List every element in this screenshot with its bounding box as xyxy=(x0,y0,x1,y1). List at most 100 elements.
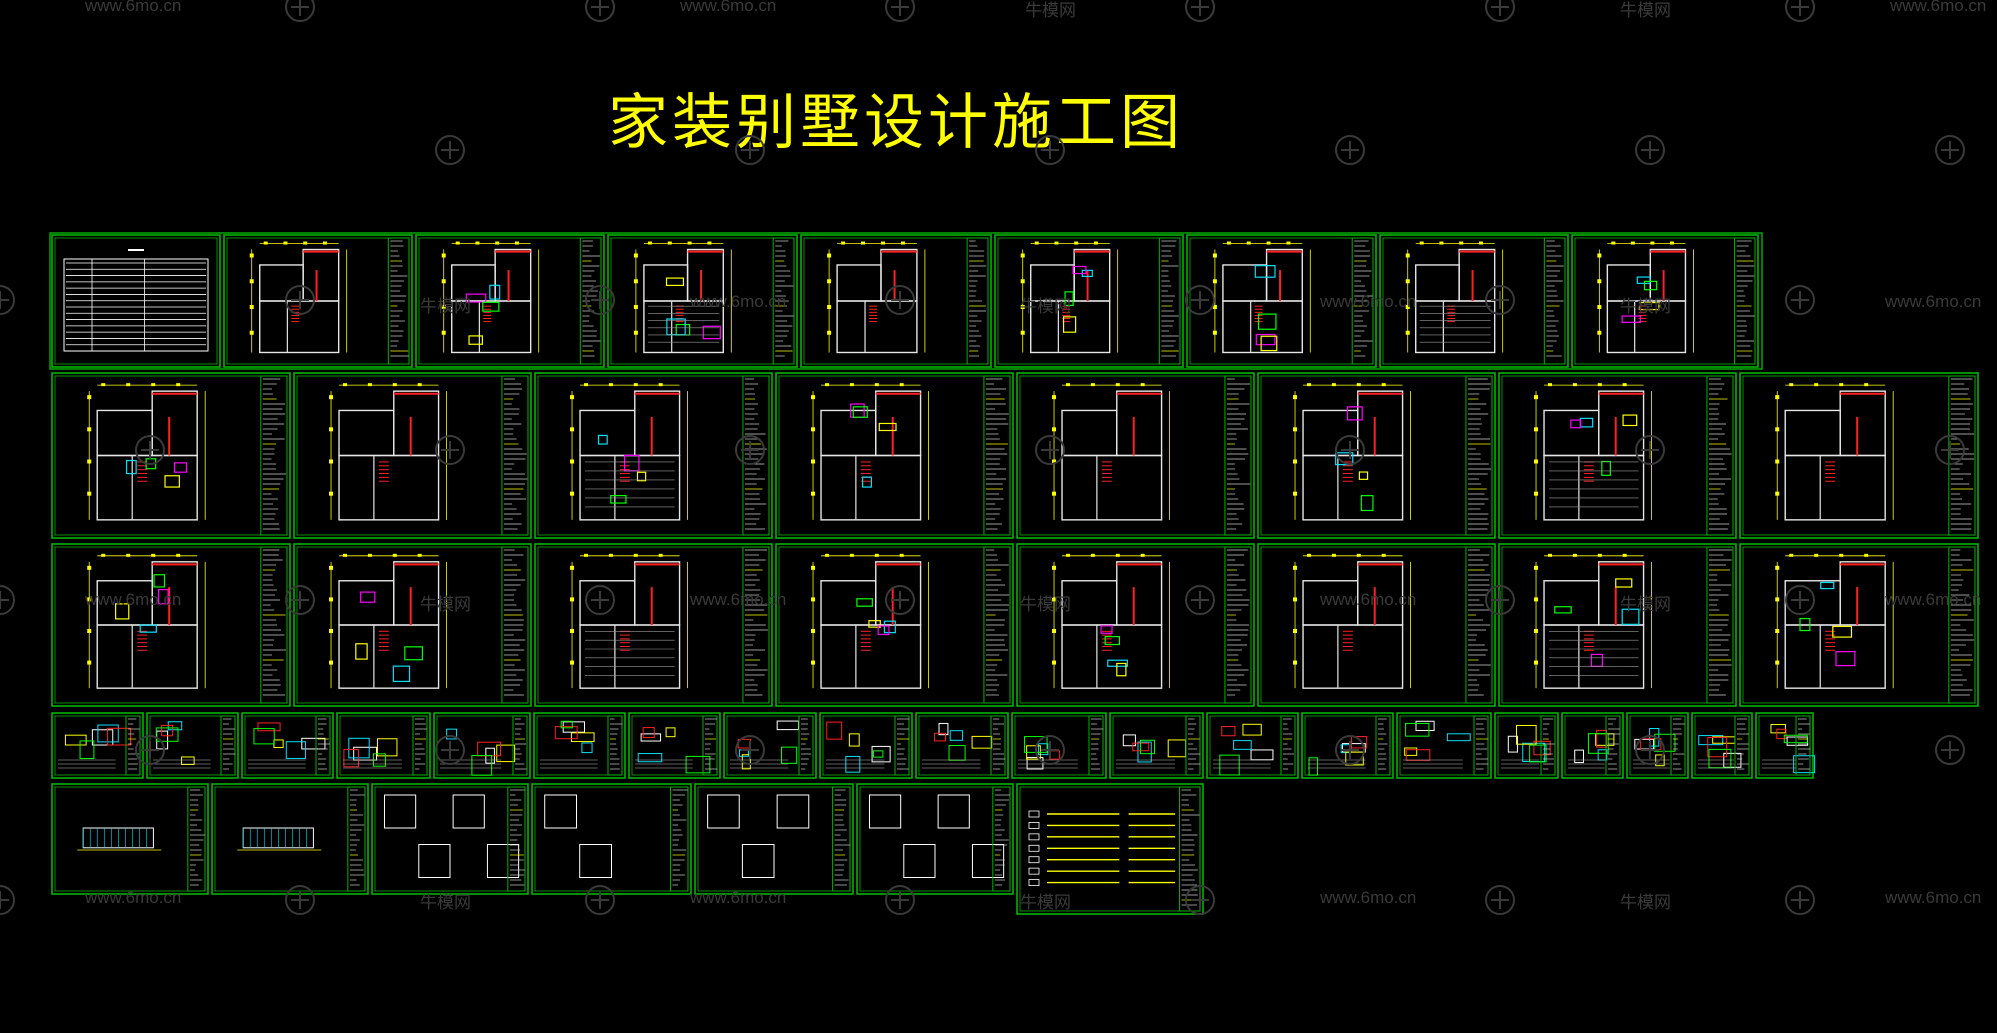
niumo-logo-icon xyxy=(1485,0,1515,22)
niumo-logo-icon xyxy=(1035,135,1065,165)
niumo-logo-icon xyxy=(1935,735,1965,765)
watermark-site-text: www.6mo.cn xyxy=(690,590,787,609)
watermark-site-text: www.6mo.cn xyxy=(1885,590,1982,609)
sheet-plan xyxy=(1498,372,1737,539)
sheet-detail xyxy=(433,712,531,779)
sheet-plan xyxy=(293,543,532,707)
niumo-logo-icon xyxy=(1335,435,1365,465)
sheet-elevation xyxy=(211,783,369,895)
niumo-logo-icon xyxy=(1035,435,1065,465)
sheet-detail xyxy=(1755,712,1816,779)
sheet-legend xyxy=(1016,783,1204,915)
niumo-logo-icon xyxy=(1485,585,1515,615)
niumo-logo-icon xyxy=(1935,135,1965,165)
sheet-plan xyxy=(534,372,773,539)
watermark-brand-text: 牛模网 xyxy=(1020,595,1071,614)
sheet-detail xyxy=(1691,712,1753,779)
niumo-logo-icon xyxy=(1785,585,1815,615)
drawing-title: 家装别墅设计施工图 xyxy=(608,88,1184,158)
sheet-detail xyxy=(146,712,239,779)
sheet-detail xyxy=(1494,712,1559,779)
niumo-logo-icon xyxy=(1185,285,1215,315)
sheet-elevation xyxy=(694,783,854,895)
niumo-logo-icon xyxy=(585,285,615,315)
sheet-elevation xyxy=(531,783,692,895)
watermark-brand-text: 牛模网 xyxy=(420,893,471,912)
watermark-site-text: www.6mo.cn xyxy=(85,590,182,609)
niumo-logo-icon xyxy=(1185,885,1215,915)
niumo-logo-icon xyxy=(585,585,615,615)
sheet-elevation xyxy=(856,783,1014,895)
niumo-logo-icon xyxy=(1635,435,1665,465)
niumo-logo-icon xyxy=(885,285,915,315)
watermark-site-text: www.6mo.cn xyxy=(1320,292,1417,311)
sheet-elevation xyxy=(51,783,209,895)
row-frame xyxy=(49,232,1763,370)
sheet-plan xyxy=(1016,543,1255,707)
sheet-detail xyxy=(628,712,721,779)
niumo-logo-icon xyxy=(1785,285,1815,315)
sheet-detail xyxy=(915,712,1009,779)
niumo-logo-icon xyxy=(1485,285,1515,315)
sheet-small-plan xyxy=(607,234,798,368)
watermark-site-text: www.6mo.cn xyxy=(690,888,787,907)
niumo-logo-icon xyxy=(435,735,465,765)
sheet-detail xyxy=(1109,712,1204,779)
watermark-site-text: www.6mo.cn xyxy=(85,888,182,907)
niumo-logo-icon xyxy=(1635,135,1665,165)
niumo-logo-icon xyxy=(435,435,465,465)
niumo-logo-icon xyxy=(285,885,315,915)
watermark-brand-text: 牛模网 xyxy=(1025,1,1076,20)
sheet-index xyxy=(51,234,221,368)
sheet-plan xyxy=(534,543,773,707)
niumo-logo-icon xyxy=(1785,0,1815,22)
niumo-logo-icon xyxy=(285,585,315,615)
watermark-site-text: www.6mo.cn xyxy=(690,292,787,311)
watermark-brand-text: 牛模网 xyxy=(1620,1,1671,20)
sheet-small-plan xyxy=(994,234,1184,368)
niumo-logo-icon xyxy=(735,735,765,765)
niumo-logo-icon xyxy=(1635,735,1665,765)
watermark-site-text: www.6mo.cn xyxy=(1320,590,1417,609)
sheet-plan xyxy=(1739,372,1979,539)
sheet-detail xyxy=(1206,712,1299,779)
niumo-logo-icon xyxy=(1785,885,1815,915)
watermark-site-text: www.6mo.cn xyxy=(85,0,182,15)
niumo-logo-icon xyxy=(1335,735,1365,765)
niumo-logo-icon xyxy=(1185,0,1215,22)
watermark-brand-text: 牛模网 xyxy=(1020,893,1071,912)
sheet-plan xyxy=(1739,543,1979,707)
sheet-detail xyxy=(336,712,431,779)
watermark-brand-text: 牛模网 xyxy=(1620,893,1671,912)
watermark-brand-text: 牛模网 xyxy=(1620,297,1671,316)
niumo-logo-icon xyxy=(735,435,765,465)
watermark-brand-text: 牛模网 xyxy=(1020,297,1071,316)
niumo-logo-icon xyxy=(1335,135,1365,165)
niumo-logo-icon xyxy=(1935,435,1965,465)
sheet-detail xyxy=(1561,712,1624,779)
sheet-plan xyxy=(1016,372,1255,539)
niumo-logo-icon xyxy=(285,0,315,22)
watermark-site-text: www.6mo.cn xyxy=(1885,888,1982,907)
sheet-plan xyxy=(1498,543,1737,707)
watermark-site-text: www.6mo.cn xyxy=(680,0,777,15)
niumo-logo-icon xyxy=(885,885,915,915)
niumo-logo-icon xyxy=(585,0,615,22)
niumo-logo-icon xyxy=(1035,735,1065,765)
watermark-brand-text: 牛模网 xyxy=(1620,595,1671,614)
watermark-site-text: www.6mo.cn xyxy=(1320,888,1417,907)
sheet-small-plan xyxy=(1379,234,1569,368)
sheet-plan xyxy=(775,543,1014,707)
sheet-plan xyxy=(1257,543,1496,707)
niumo-logo-icon xyxy=(885,0,915,22)
niumo-logo-icon xyxy=(735,135,765,165)
sheet-detail xyxy=(1396,712,1492,779)
sheet-detail xyxy=(819,712,913,779)
sheet-plan xyxy=(1257,372,1496,539)
sheet-detail xyxy=(51,712,144,779)
watermark-brand-text: 牛模网 xyxy=(420,297,471,316)
niumo-logo-icon xyxy=(1485,885,1515,915)
watermark-site-text: www.6mo.cn xyxy=(1885,292,1982,311)
niumo-logo-icon xyxy=(285,285,315,315)
